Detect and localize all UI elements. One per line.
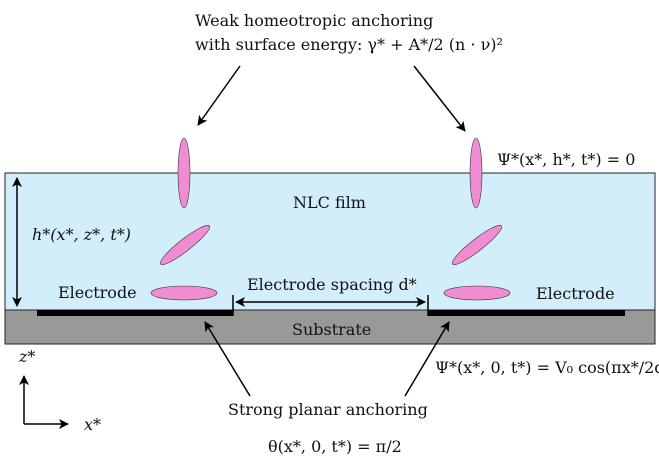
film-label: NLC film xyxy=(293,193,366,212)
axis-x-label: x* xyxy=(84,415,101,434)
weak-anchoring-line1: Weak homeotropic anchoring xyxy=(195,11,433,30)
molecule-right-horizontal xyxy=(443,285,511,301)
weak-anchoring-line2: with surface energy: γ* + A*/2 (n · ν)² xyxy=(195,35,503,54)
weak-anchoring-arrow-right xyxy=(413,65,466,132)
molecule-left-horizontal xyxy=(150,285,218,301)
electrode-spacing-label: Electrode spacing d* xyxy=(247,275,417,294)
strong-anchoring-arrow-right xyxy=(404,321,450,397)
electrode-right-label: Electrode xyxy=(536,284,615,303)
molecule-right-tilted xyxy=(451,225,503,265)
weak-anchoring-arrow-left xyxy=(197,65,241,126)
molecule-right-vertical xyxy=(469,137,483,209)
theta-bc-label: θ(x*, 0, t*) = π/2 xyxy=(268,437,402,456)
strong-anchoring-arrow-left xyxy=(204,321,251,397)
electrode-left-label: Electrode xyxy=(58,283,137,302)
molecule-left-tilted xyxy=(159,225,211,265)
substrate-label: Substrate xyxy=(292,320,371,339)
top-potential-label: Ψ*(x*, h*, t*) = 0 xyxy=(497,150,635,169)
bottom-potential-label: Ψ*(x*, 0, t*) = V₀ cos(πx*/2d*) xyxy=(435,358,659,377)
molecule-left-vertical xyxy=(177,137,191,209)
electrode-left-plate xyxy=(37,310,233,316)
axis-z-label: z* xyxy=(18,347,35,366)
nlc-film xyxy=(4,172,656,311)
strong-anchoring-label: Strong planar anchoring xyxy=(228,400,428,419)
thickness-label: h*(x*, z*, t*) xyxy=(32,225,131,244)
electrode-right-plate xyxy=(428,310,625,316)
